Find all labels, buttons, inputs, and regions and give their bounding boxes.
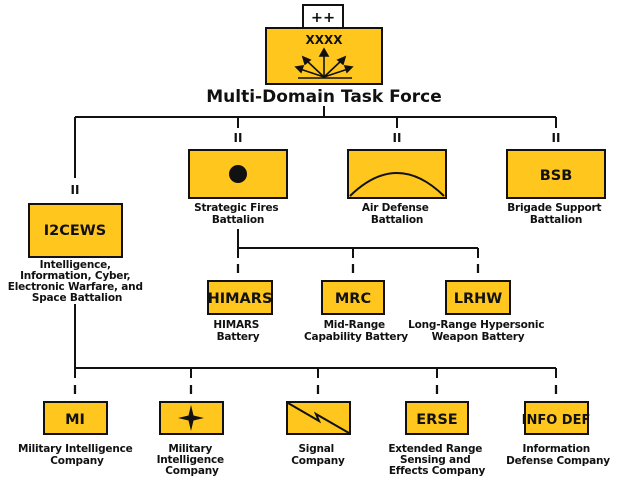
unit-label: Long-Range Hypersonic Weapon Battery bbox=[408, 319, 548, 343]
battalion-bsb: II BSB Brigade Support Battalion bbox=[506, 131, 606, 226]
unit-symbol-box bbox=[445, 280, 511, 315]
battery-mrc: I MRC Mid-Range Capability Battery bbox=[304, 262, 408, 343]
lightning-bolt-icon bbox=[287, 402, 350, 434]
echelon-mark: II bbox=[393, 131, 402, 145]
unit-label: Information Defense Company bbox=[506, 443, 610, 467]
battalion-i2cews: II I2CEWS Intelligence, Information, Cyb… bbox=[8, 183, 147, 304]
unit-symbol-text: MI bbox=[65, 412, 85, 428]
multi-arrow-icon bbox=[294, 47, 354, 79]
echelon-mark: II bbox=[71, 183, 80, 197]
unit-label: Brigade Support Battalion bbox=[507, 202, 605, 226]
echelon-mark: I bbox=[73, 383, 77, 397]
echelon-mark: I bbox=[554, 383, 558, 397]
unit-symbol-box bbox=[207, 280, 273, 315]
hq-unit: ++ XXXX Multi-Domain Task Force bbox=[206, 4, 442, 107]
unit-label: Intelligence, Information, Cyber, Electr… bbox=[8, 259, 147, 304]
unit-label: Extended Range Sensing and Effects Compa… bbox=[388, 443, 485, 477]
battalion-strategic-fires: II Strategic Fires Battalion bbox=[188, 131, 288, 226]
company-mi-1: I MI Military Intelligence Company bbox=[18, 383, 136, 467]
unit-label: Strategic Fires Battalion bbox=[194, 202, 282, 226]
dome-arc-icon bbox=[349, 172, 445, 197]
unit-symbol-box bbox=[405, 401, 469, 435]
unit-symbol-box bbox=[524, 401, 589, 435]
unit-symbol-box bbox=[28, 203, 123, 258]
battery-himars: I HIMARS HIMARS Battery bbox=[207, 262, 273, 343]
battalion-air-defense: II Air Defense Battalion bbox=[347, 131, 447, 226]
echelon-mark: I bbox=[351, 262, 355, 276]
company-info-def: I INFO DEF Information Defense Company bbox=[506, 383, 610, 467]
unit-label: Air Defense Battalion bbox=[362, 202, 432, 226]
star-burst-icon bbox=[178, 405, 204, 431]
unit-label: Military Intelligence Company bbox=[157, 443, 228, 477]
echelon-mark: II bbox=[552, 131, 561, 145]
unit-symbol-text: MRC bbox=[335, 291, 371, 307]
unit-symbol-box bbox=[506, 149, 606, 199]
unit-symbol-box bbox=[43, 401, 108, 435]
echelon-mark: I bbox=[435, 383, 439, 397]
company-signal: I Signal Company bbox=[286, 383, 351, 467]
echelon-mark: I bbox=[316, 383, 320, 397]
company-mi-2: I Military Intelligence Company bbox=[157, 383, 228, 477]
echelon-mark: I bbox=[236, 262, 240, 276]
unit-label: Mid-Range Capability Battery bbox=[304, 319, 408, 343]
filled-circle-icon bbox=[229, 165, 247, 183]
unit-symbol-box bbox=[321, 280, 385, 315]
unit-symbol-text: INFO DEF bbox=[522, 413, 591, 428]
unit-symbol-text: HIMARS bbox=[208, 291, 273, 307]
echelon-mark: I bbox=[476, 262, 480, 276]
connector-lines bbox=[74, 106, 557, 378]
hq-title: Multi-Domain Task Force bbox=[206, 87, 442, 107]
company-erse: I ERSE Extended Range Sensing and Effect… bbox=[388, 383, 485, 477]
command-modifier: ++ bbox=[311, 10, 335, 26]
unit-symbol-text: ERSE bbox=[416, 412, 457, 428]
unit-symbol-text: I2CEWS bbox=[44, 223, 106, 239]
echelon-mark: II bbox=[234, 131, 243, 145]
unit-symbol-text: LRHW bbox=[454, 291, 503, 307]
battery-lrhw: I LRHW Long-Range Hypersonic Weapon Batt… bbox=[408, 262, 548, 343]
unit-label: Military Intelligence Company bbox=[18, 443, 136, 467]
echelon-mark: I bbox=[189, 383, 193, 397]
unit-symbol-text: BSB bbox=[540, 168, 573, 184]
hq-echelon: XXXX bbox=[305, 33, 343, 47]
unit-label: HIMARS Battery bbox=[213, 319, 262, 343]
unit-label: Signal Company bbox=[291, 443, 345, 467]
